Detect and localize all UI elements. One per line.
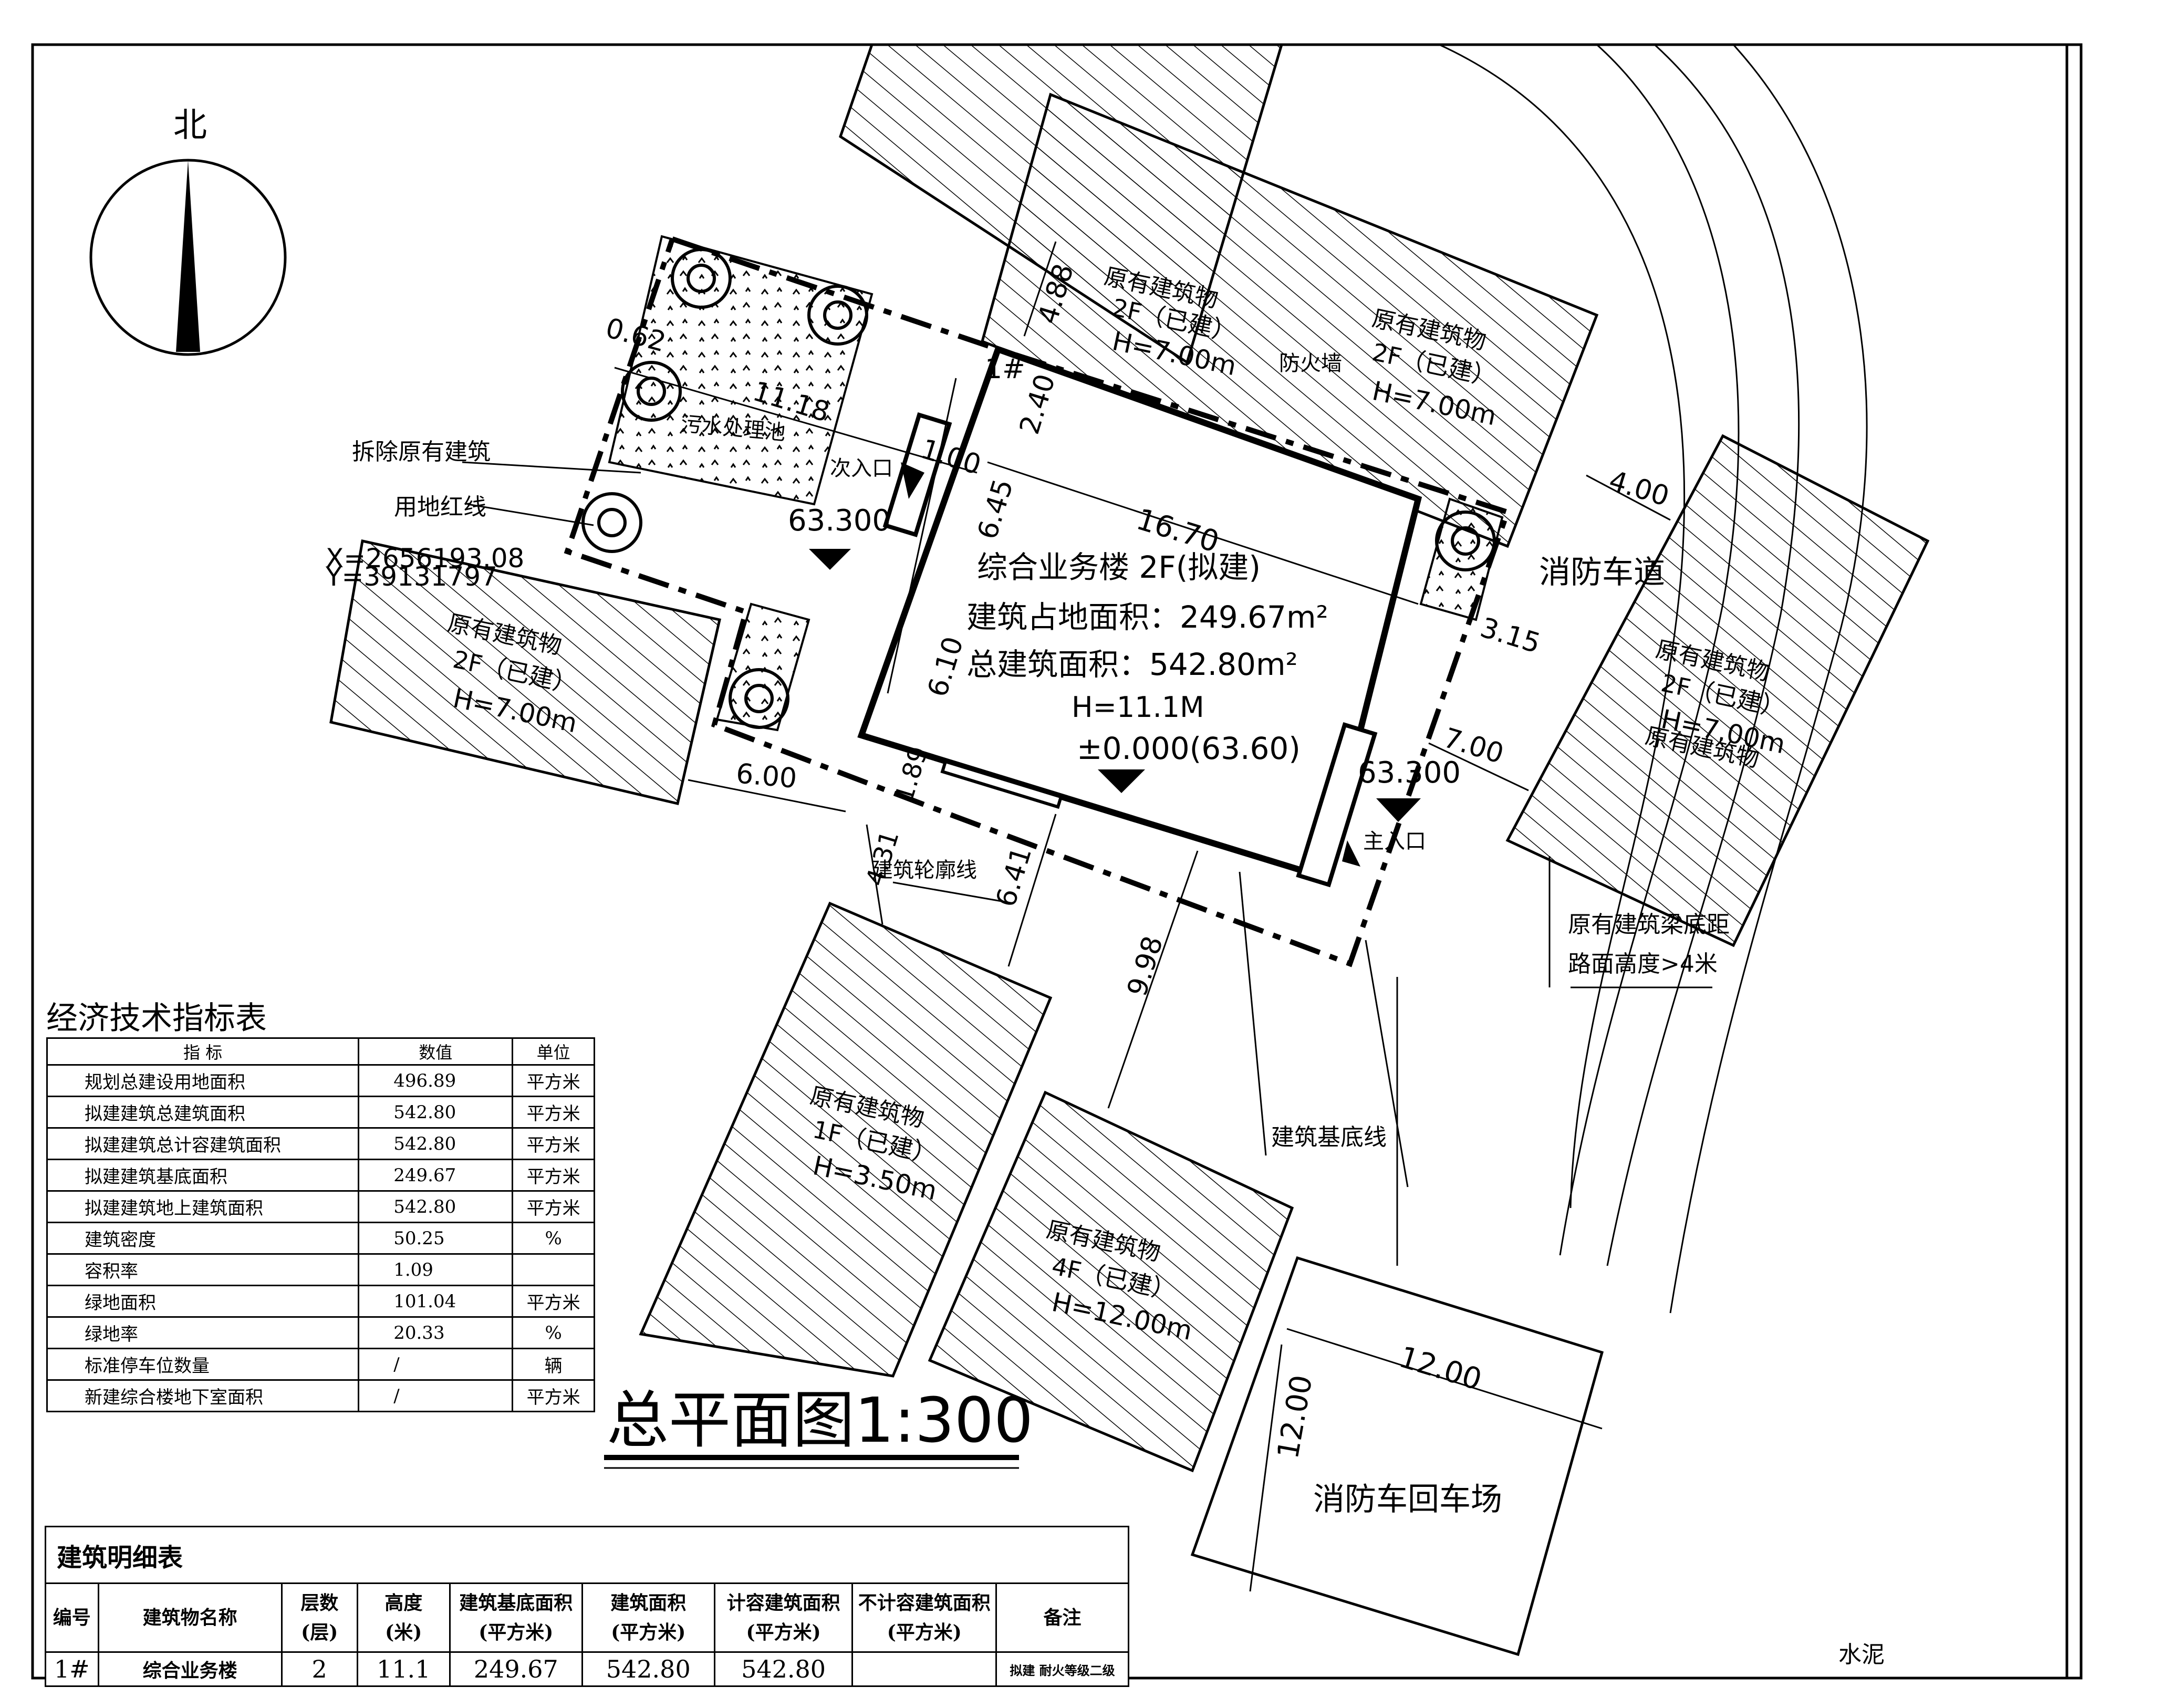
header-nonfar-area: 不计容建筑面积(平方米) [851,1582,997,1653]
label-building-outline: 建筑轮廓线 [872,858,977,882]
tree-icons [581,248,1496,729]
main-building-height: H=11.1M [1072,691,1204,724]
header-far-area: 计容建筑面积(平方米) [713,1582,854,1653]
label-main-entrance: 主入口 [1363,829,1426,853]
label-red-line: 用地红线 [394,494,486,520]
label-elev-right: 63.300 [1358,756,1461,790]
econ-header-value: 数值 [358,1037,514,1066]
green-area-east [1419,497,1504,621]
entrance-arrow-main [1342,840,1360,867]
cell-note: 拟建 耐火等级二级 [995,1651,1129,1687]
drawing-title: 总平面图1:300 [607,1384,1033,1456]
main-building-total-area: 总建筑面积：542.80m² [966,647,1298,682]
existing-building-bottom-mid [928,1090,1294,1473]
north-arrow: 北 [89,106,287,356]
existing-building-left [329,539,721,806]
econ-header-unit: 单位 [512,1037,595,1066]
cell-height: 11.1 [356,1651,451,1687]
north-label: 北 [173,106,207,145]
elevation-marker-left [809,549,851,570]
label-fire-wall: 防火墙 [1279,351,1342,376]
elevation-marker-center [1098,769,1145,793]
label-elev-left: 63.300 [788,504,891,538]
header-note: 备注 [995,1582,1129,1653]
fire-turnaround-area [1190,1256,1604,1657]
building-table-header: 编号 建筑物名称 层数(层) 高度(米) 建筑基底面积(平方米) 建筑面积(平方… [45,1582,1129,1653]
cell-floors: 2 [280,1651,358,1687]
main-building-footprint: 建筑占地面积：249.67m² [966,599,1328,635]
label-demolish: 拆除原有建筑 [352,439,491,465]
entrance-arrow-secondary [901,462,924,499]
label-coord-y: Y=39131797 [325,561,497,592]
econ-table-title: 经济技术指标表 [46,1000,267,1037]
econ-header-indicator: 指 标 [46,1037,360,1066]
svg-text:6.00: 6.00 [735,758,798,795]
svg-text:4.00: 4.00 [1605,465,1672,513]
cell-name: 综合业务楼 [97,1651,283,1687]
dimension-lines [462,241,1712,1592]
cell-no: 1# [45,1651,99,1687]
svg-text:6.41: 6.41 [990,843,1038,911]
svg-text:1.89: 1.89 [889,743,934,806]
building-details-table: 建筑明细表 编号 建筑物名称 层数(层) 高度(米) 建筑基底面积(平方米) 建… [45,1526,1129,1687]
header-name: 建筑物名称 [97,1582,283,1653]
header-height: 高度(米) [356,1582,451,1653]
existing-building-right [1505,434,1930,947]
econ-table-header: 指 标 数值 单位 [46,1037,595,1066]
table-row: 新建综合楼地下室面积/平方米 [46,1379,595,1412]
cell-base: 249.67 [449,1651,583,1687]
label-bottom-note: 水泥 [1838,1641,1885,1668]
cell-far: 542.80 [713,1651,854,1687]
elevation-marker-right [1376,798,1421,822]
label-beam-note-1: 原有建筑梁底距 [1568,911,1730,938]
label-beam-note-2: 路面高度>4米 [1568,951,1718,977]
green-area-west [715,602,810,732]
south-canopy [940,759,1063,809]
svg-text:3.15: 3.15 [1477,612,1544,660]
main-building-level: ±0.000(63.60) [1077,731,1301,766]
cell-nonfar [851,1651,997,1687]
main-building-name: 综合业务楼 2F(拟建) [977,549,1261,585]
table-row: 1# 综合业务楼 2 11.1 249.67 542.80 542.80 拟建 … [45,1651,1129,1687]
building-table-title: 建筑明细表 [45,1526,1129,1584]
header-floor-area: 建筑面积(平方米) [581,1582,715,1653]
cell-area: 542.80 [581,1651,715,1687]
svg-text:9.98: 9.98 [1121,933,1169,1000]
main-entrance-canopy [1296,722,1378,888]
label-secondary-entrance: 次入口 [830,456,893,481]
label-building-base-line: 建筑基底线 [1271,1124,1387,1151]
label-fire-turnaround: 消防车回车场 [1313,1481,1502,1518]
site-boundary-line [564,236,1511,967]
green-area-northwest [608,235,874,506]
existing-building-top-right [980,92,1599,548]
label-fire-road: 消防车道 [1539,554,1665,591]
label-building-no: 1# [985,353,1025,385]
header-base-area: 建筑基底面积(平方米) [449,1582,583,1653]
label-coord-x: X=2656193.08 [326,543,524,574]
header-no: 编号 [45,1582,99,1653]
existing-building-bottom-left [639,901,1053,1378]
header-floors: 层数(层) [280,1582,358,1653]
table-row: 标准停车位数量/辆 [46,1348,595,1381]
